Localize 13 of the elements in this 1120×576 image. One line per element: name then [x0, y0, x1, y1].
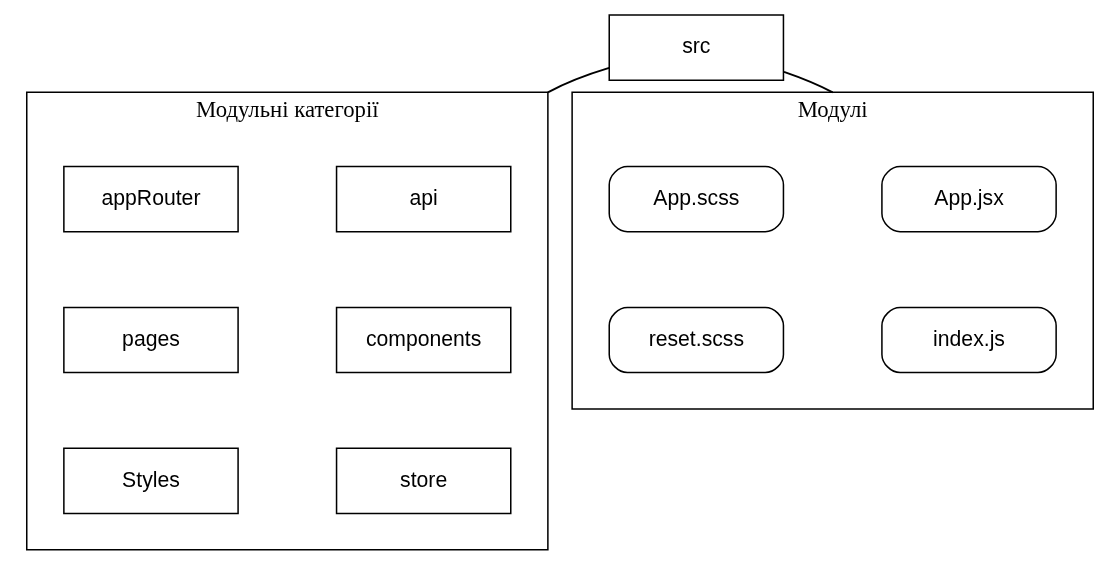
connector [546, 66, 611, 93]
connector [783, 70, 834, 93]
node-box: index.js [881, 306, 1057, 373]
node-box: App.scss [608, 165, 785, 232]
node-box: appRouter [63, 165, 239, 232]
node-box: Styles [63, 447, 239, 514]
node-box: App.jsx [881, 165, 1057, 232]
node-box: src [608, 13, 785, 81]
node-box: store [335, 447, 512, 514]
node-box: pages [63, 306, 239, 373]
node-box: components [335, 306, 512, 373]
node-box: api [335, 165, 512, 232]
node-box: reset.scss [608, 306, 785, 373]
